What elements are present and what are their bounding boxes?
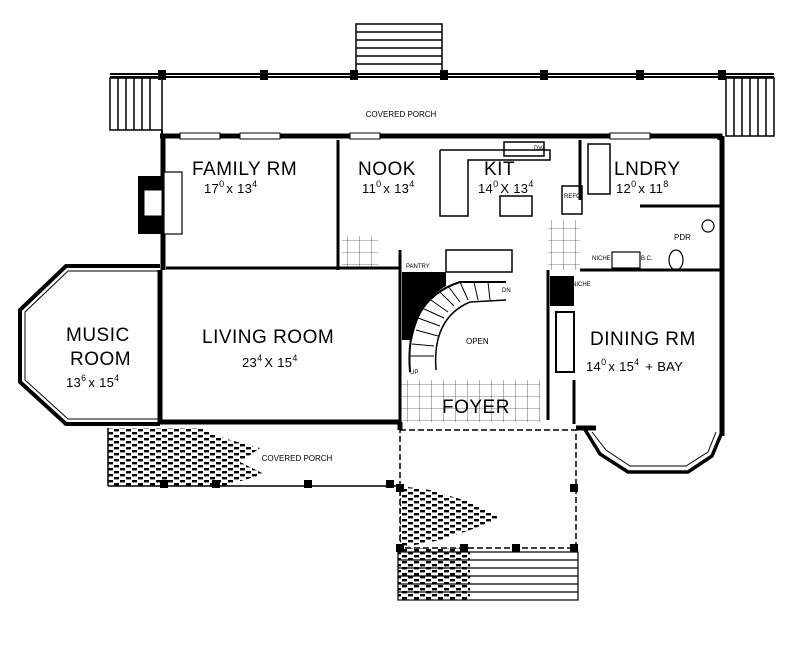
stair-down-label: DN: [502, 288, 511, 294]
pdr-label: PDR: [674, 233, 691, 242]
music-room-name-line2: ROOM: [70, 349, 132, 370]
tile-areas: [342, 220, 580, 422]
kitchen-counters: [439, 141, 611, 217]
niche-label-2: NICHE: [572, 282, 591, 288]
fireplace: [138, 171, 183, 235]
niche-label-1: NICHE: [592, 256, 611, 262]
kitchen-name: KIT: [484, 159, 516, 180]
covered-porch-bottom-label: COVERED PORCH: [261, 454, 333, 463]
refrigerator-label: REFG: [564, 194, 581, 200]
niche-structure: [550, 276, 575, 373]
stair-up-label: UP: [410, 370, 419, 376]
music-room-name-line1: MUSIC: [66, 325, 130, 346]
foyer-name: FOYER: [442, 397, 510, 418]
powder-room-fixtures: [611, 219, 715, 271]
bc-label: B.C.: [641, 256, 653, 262]
laundry-name: LNDRY: [614, 159, 681, 180]
living-room-name: LIVING ROOM: [202, 327, 335, 348]
covered-porch-top-label: COVERED PORCH: [365, 110, 437, 119]
front-steps: [397, 551, 579, 601]
dining-bay: [582, 427, 724, 474]
rear-steps: [355, 23, 443, 75]
dishwasher-label: DW: [534, 146, 544, 152]
exterior-walls: [157, 133, 725, 436]
family-room-name: FAMILY RM: [192, 159, 298, 180]
pantry-label: PANTRY: [406, 264, 430, 270]
open-label: OPEN: [466, 337, 489, 346]
porch-side-steps: [109, 77, 775, 137]
bottom-porch-brick: [108, 428, 500, 600]
porch-posts-top: [158, 70, 726, 80]
top-porch-outline: [110, 73, 774, 138]
music-room-bay: [18, 264, 160, 426]
curved-stair: [402, 249, 513, 373]
dining-room-name: DINING RM: [590, 329, 696, 350]
nook-name: NOOK: [358, 159, 416, 180]
